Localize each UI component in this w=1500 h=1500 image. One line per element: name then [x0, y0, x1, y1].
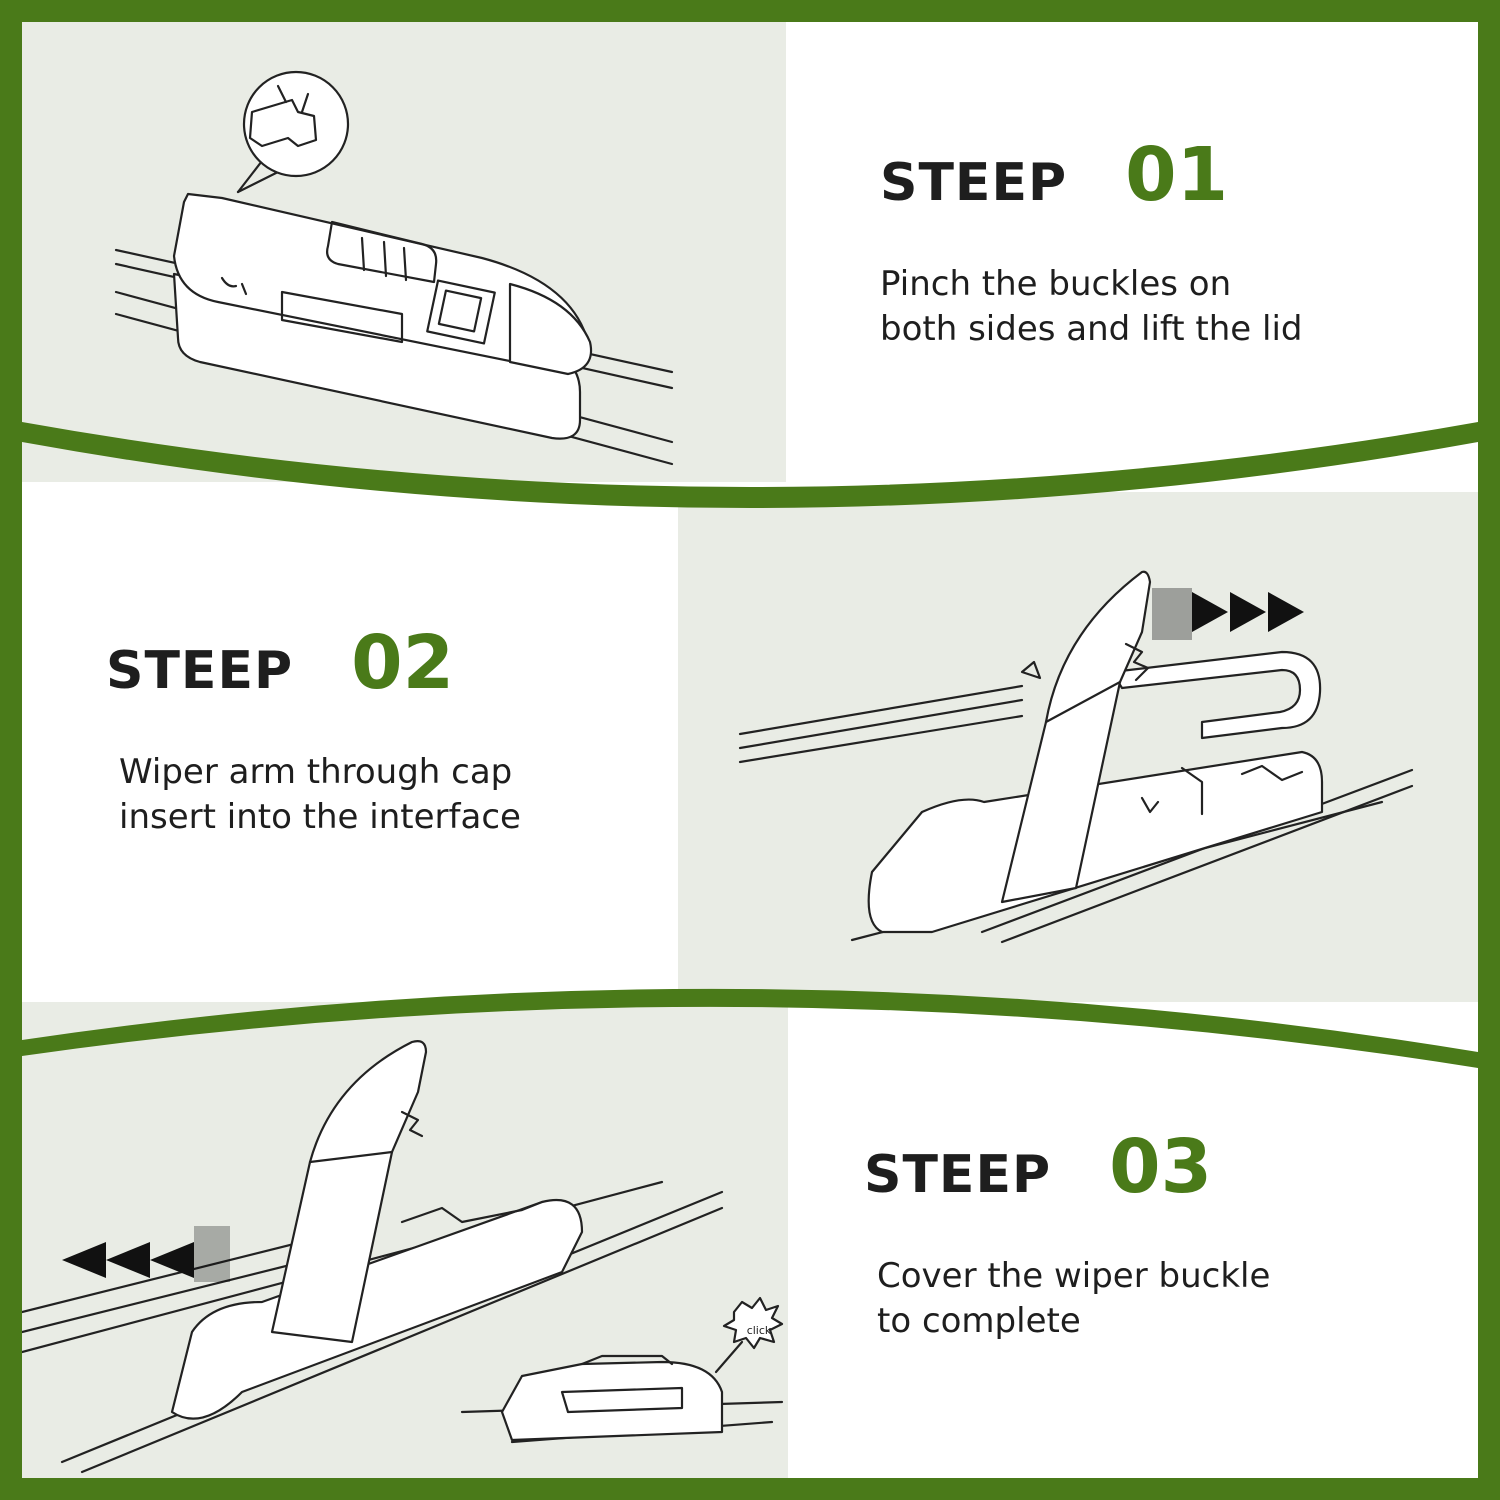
step-03-block: STEEP 03 Cover the wiper buckle to comple…: [864, 1124, 1270, 1344]
step-02-heading: STEEP 02: [106, 620, 521, 706]
click-label: click: [746, 1324, 772, 1337]
wiper-connector-open-lid-icon: [114, 70, 674, 466]
step-01-description: Pinch the buckles on both sides and lift…: [880, 262, 1303, 352]
step-word: STEEP: [880, 153, 1068, 213]
description-line: Pinch the buckles on: [880, 264, 1232, 304]
step-02-block: STEEP 02 Wiper arm through cap insert int…: [106, 620, 521, 840]
description-line: Wiper arm through cap: [119, 752, 513, 792]
green-wave-divider: [22, 422, 1478, 508]
step-number: 02: [351, 620, 455, 706]
description-line: both sides and lift the lid: [880, 309, 1303, 349]
green-wave-divider: [22, 988, 1478, 1068]
step-02-description: Wiper arm through cap insert into the in…: [119, 750, 521, 840]
step-01-block: STEEP 01 Pinch the buckles on both sides …: [880, 132, 1303, 352]
step-number: 01: [1125, 132, 1229, 218]
wiper-connector-closed-icon: [22, 1040, 784, 1474]
description-line: to complete: [877, 1301, 1081, 1341]
step-03-description: Cover the wiper buckle to complete: [877, 1254, 1270, 1344]
step-word: STEEP: [106, 641, 294, 701]
step-01-heading: STEEP 01: [880, 132, 1303, 218]
description-line: insert into the interface: [119, 797, 521, 837]
wiper-arm-insert-icon: [738, 570, 1414, 944]
description-line: Cover the wiper buckle: [877, 1256, 1271, 1296]
instruction-canvas: STEEP 01 Pinch the buckles on both sides …: [22, 22, 1478, 1478]
step-word: STEEP: [864, 1145, 1052, 1205]
step-03-heading: STEEP 03: [864, 1124, 1270, 1210]
step-number: 03: [1109, 1124, 1213, 1210]
